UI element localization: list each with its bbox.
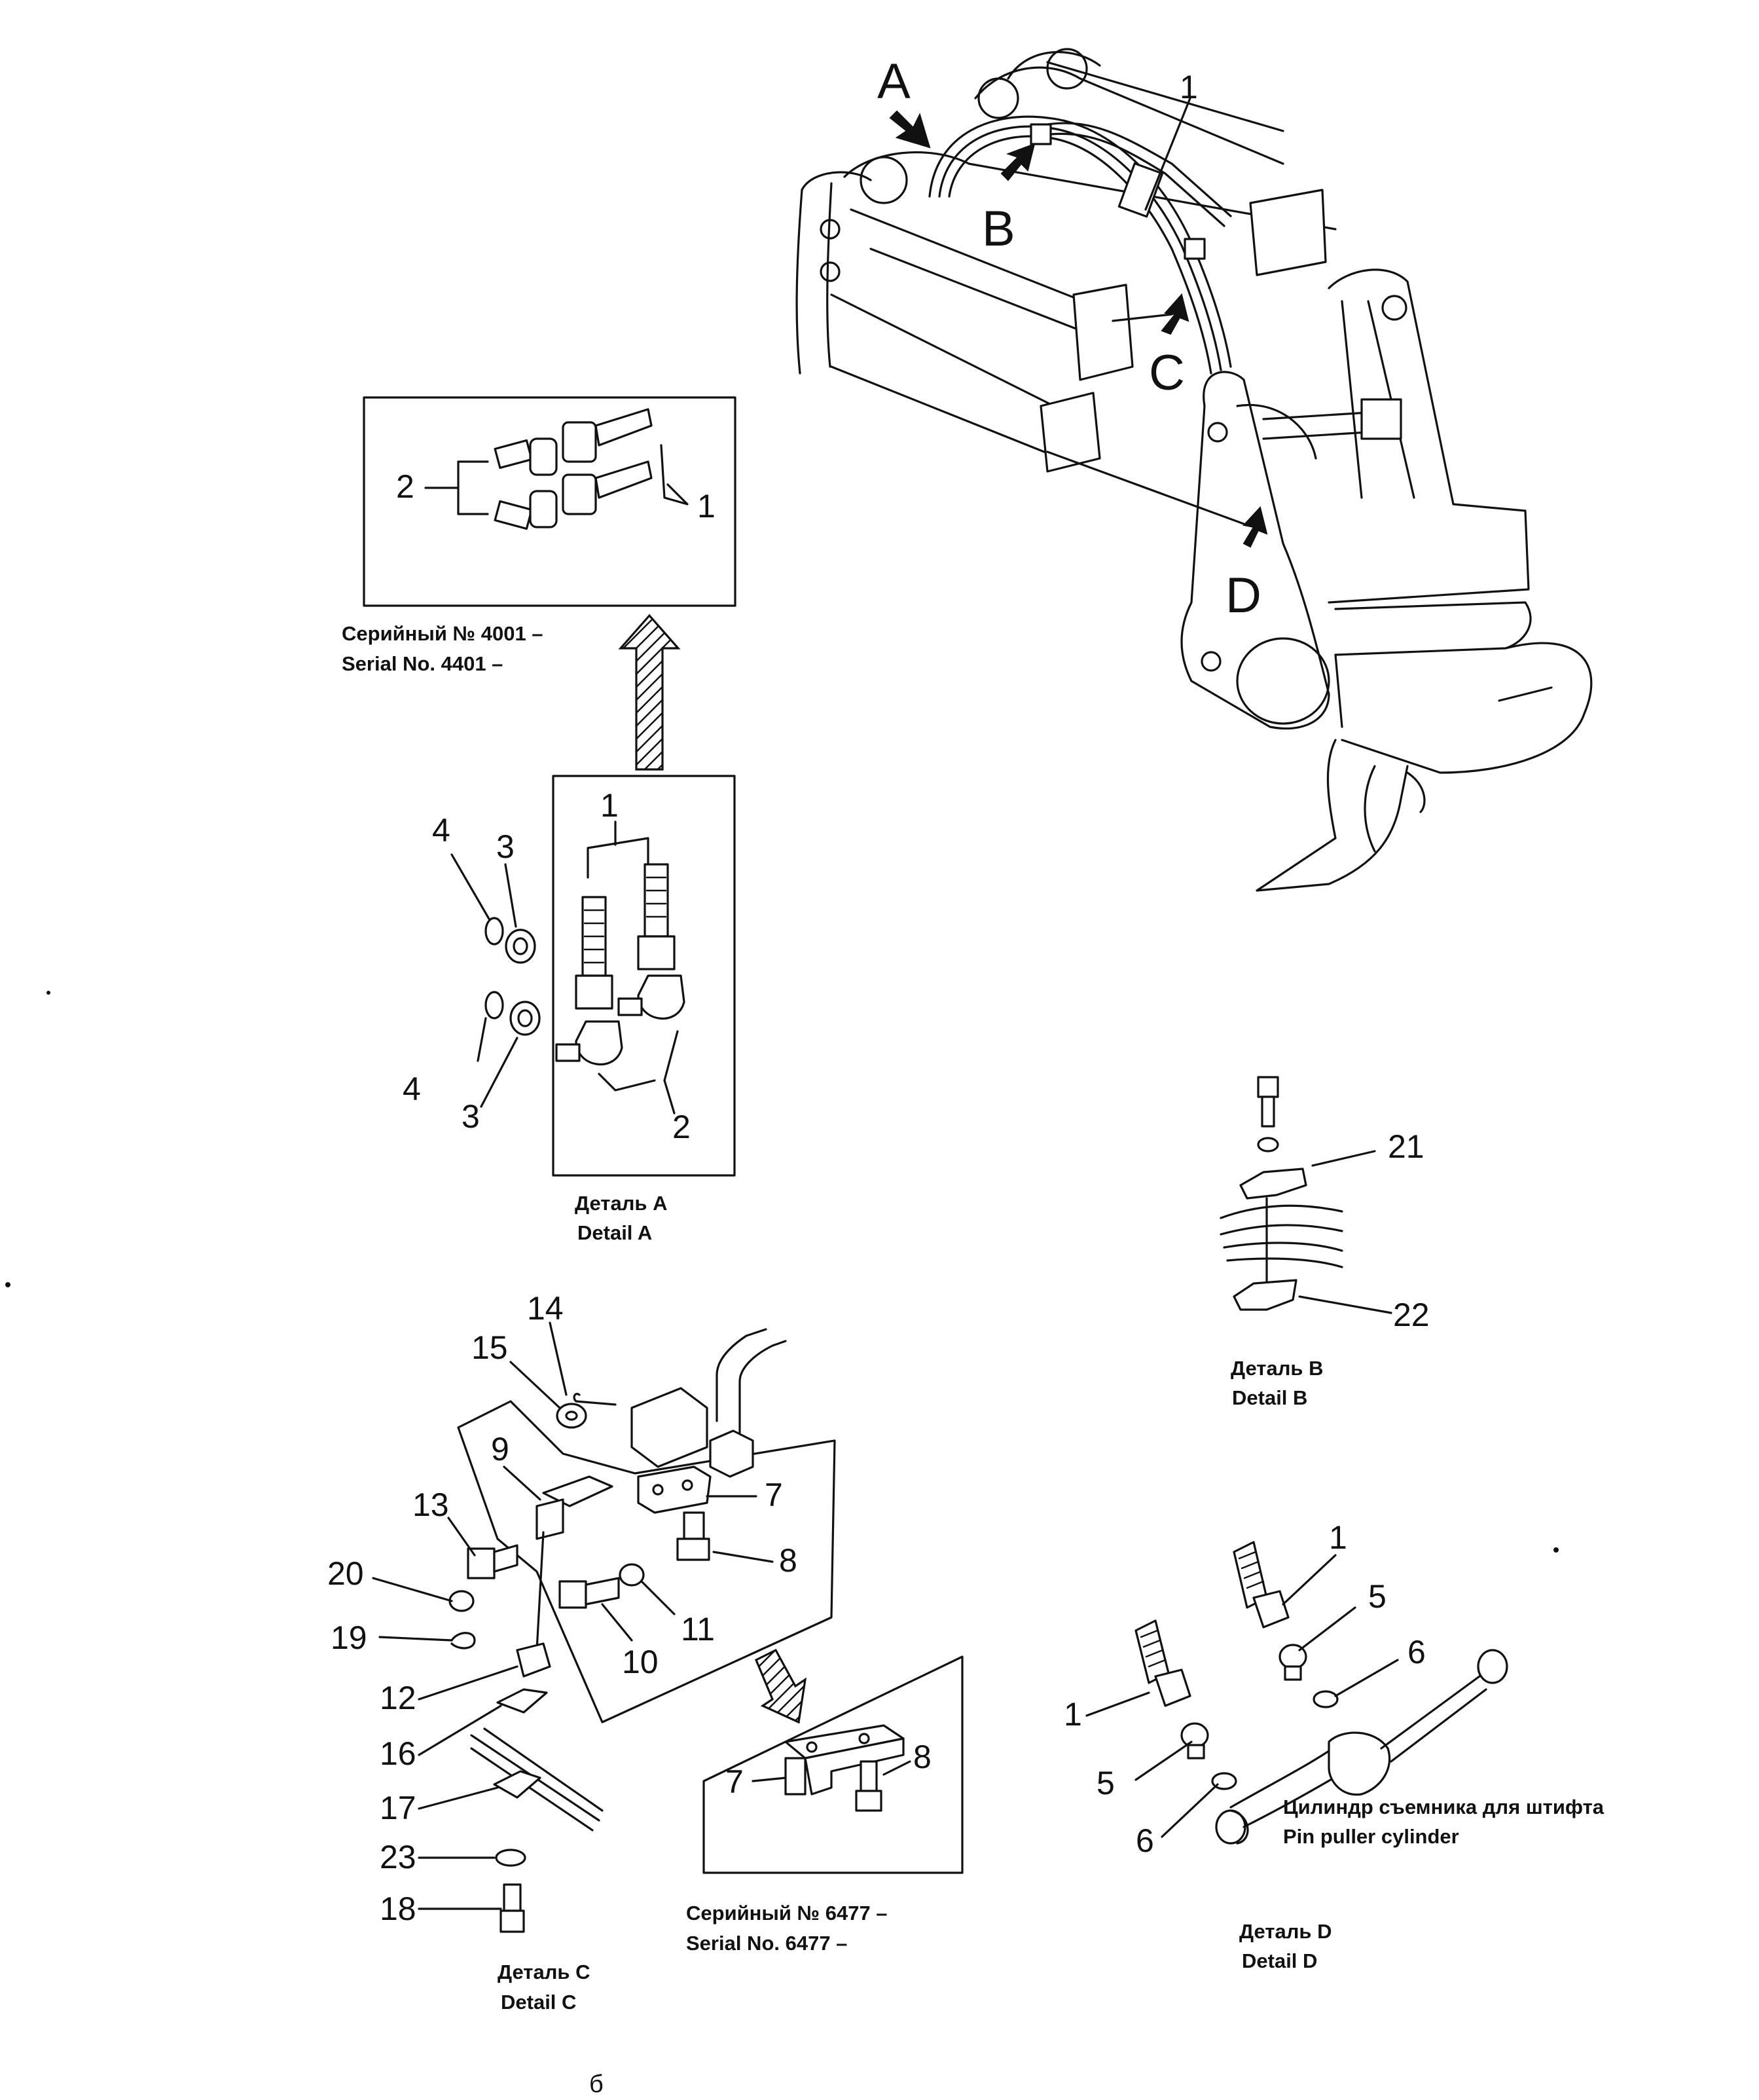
detail-a-callout-3-top: 3	[496, 828, 515, 865]
detail-c-callout-7: 7	[765, 1477, 783, 1513]
detail-b-callout-21: 21	[1388, 1128, 1424, 1165]
detail-d-callout-6-upper: 6	[1407, 1634, 1426, 1670]
view-letter-b: B	[982, 201, 1015, 257]
detail-c-callout-15: 15	[471, 1329, 508, 1366]
view-letter-c: C	[1149, 345, 1185, 401]
detail-a-callout-3-bottom: 3	[462, 1098, 480, 1135]
detail-c-callout-13: 13	[412, 1486, 449, 1523]
detail-b-callout-22: 22	[1393, 1297, 1430, 1333]
detail-a-callout-1: 1	[600, 787, 619, 824]
detail-c-callout-17: 17	[380, 1790, 416, 1826]
detail-a-drawing: 4 3 1 4 3 2 Деталь A Detail A	[403, 775, 736, 1244]
inset-top-callout-2: 2	[396, 468, 414, 505]
detail-d-callout-1-lower: 1	[1064, 1696, 1082, 1733]
detail-d-cylinder-en: Pin puller cylinder	[1283, 1825, 1459, 1848]
detail-c-callout-19: 19	[331, 1619, 367, 1656]
detail-b-title-en: Detail B	[1232, 1386, 1307, 1409]
inset-c-callout-7: 7	[725, 1763, 744, 1800]
detail-d-callout-1-upper: 1	[1329, 1519, 1347, 1556]
inset-c-serial-ru: Серийный № 6477 –	[686, 1902, 888, 1925]
detail-c-callout-23: 23	[380, 1839, 416, 1875]
detail-a-title-en: Detail A	[577, 1221, 652, 1244]
detail-c-title-ru: Деталь C	[498, 1961, 590, 1983]
scan-specks	[5, 991, 1559, 1553]
detail-a-callout-2: 2	[672, 1109, 691, 1145]
detail-c-callout-9: 9	[491, 1431, 509, 1467]
detail-c-title-en: Detail C	[501, 1991, 576, 2014]
inset-c-serial-en: Serial No. 6477 –	[686, 1932, 847, 1955]
detail-a-callout-4-bottom: 4	[403, 1071, 421, 1107]
detail-c-callout-14: 14	[527, 1290, 564, 1327]
detail-d-title-en: Detail D	[1242, 1949, 1317, 1972]
inset-top-serial-en: Serial No. 4401 –	[342, 652, 503, 675]
detail-d-callout-5-upper: 5	[1368, 1578, 1387, 1615]
detail-b-title-ru: Деталь B	[1231, 1357, 1323, 1380]
detail-d-cylinder-ru: Цилиндр съемника для штифта	[1283, 1796, 1605, 1818]
detail-d-callout-6-lower: 6	[1136, 1822, 1154, 1859]
inset-serial-4001: 2 1 Серийный № 4001 – Serial No. 4401 –	[342, 396, 736, 771]
detail-c-callout-20: 20	[327, 1555, 364, 1592]
detail-d-drawing: 1 5 6 1 5 6 Цилиндр съемника для штифта …	[1064, 1519, 1605, 1972]
detail-d-callout-5-lower: 5	[1097, 1765, 1115, 1801]
detail-c-callout-16: 16	[380, 1735, 416, 1772]
detail-c-drawing: 14 15 9 7 8 13 11 10 20 19 12 16 17 23 1…	[327, 1290, 836, 2014]
detail-c-callout-12: 12	[380, 1680, 416, 1716]
inset-top-serial-ru: Серийный № 4001 –	[342, 622, 543, 645]
detail-c-callout-18: 18	[380, 1890, 416, 1927]
detail-d-title-ru: Деталь D	[1239, 1920, 1332, 1943]
detail-a-callout-4-top: 4	[432, 812, 450, 849]
detail-a-title-ru: Деталь A	[575, 1192, 667, 1215]
view-letter-a: A	[877, 54, 911, 109]
main-callout-1: 1	[1180, 69, 1198, 105]
footer-mark: б	[589, 2071, 604, 2098]
inset-serial-6477: 7 8 Серийный № 6477 – Serial No. 6477 –	[686, 1648, 964, 1955]
inset-top-callout-1: 1	[697, 488, 716, 525]
inset-c-callout-8: 8	[913, 1739, 932, 1775]
detail-c-callout-11: 11	[681, 1611, 715, 1648]
detail-c-callout-10: 10	[622, 1644, 659, 1680]
ripper-assembly-drawing: 1 A B C D	[795, 48, 1593, 892]
detail-c-callout-8: 8	[779, 1542, 797, 1579]
view-letter-d: D	[1225, 568, 1261, 623]
detail-b-drawing: 21 22 Деталь B Detail B	[1220, 1076, 1430, 1409]
